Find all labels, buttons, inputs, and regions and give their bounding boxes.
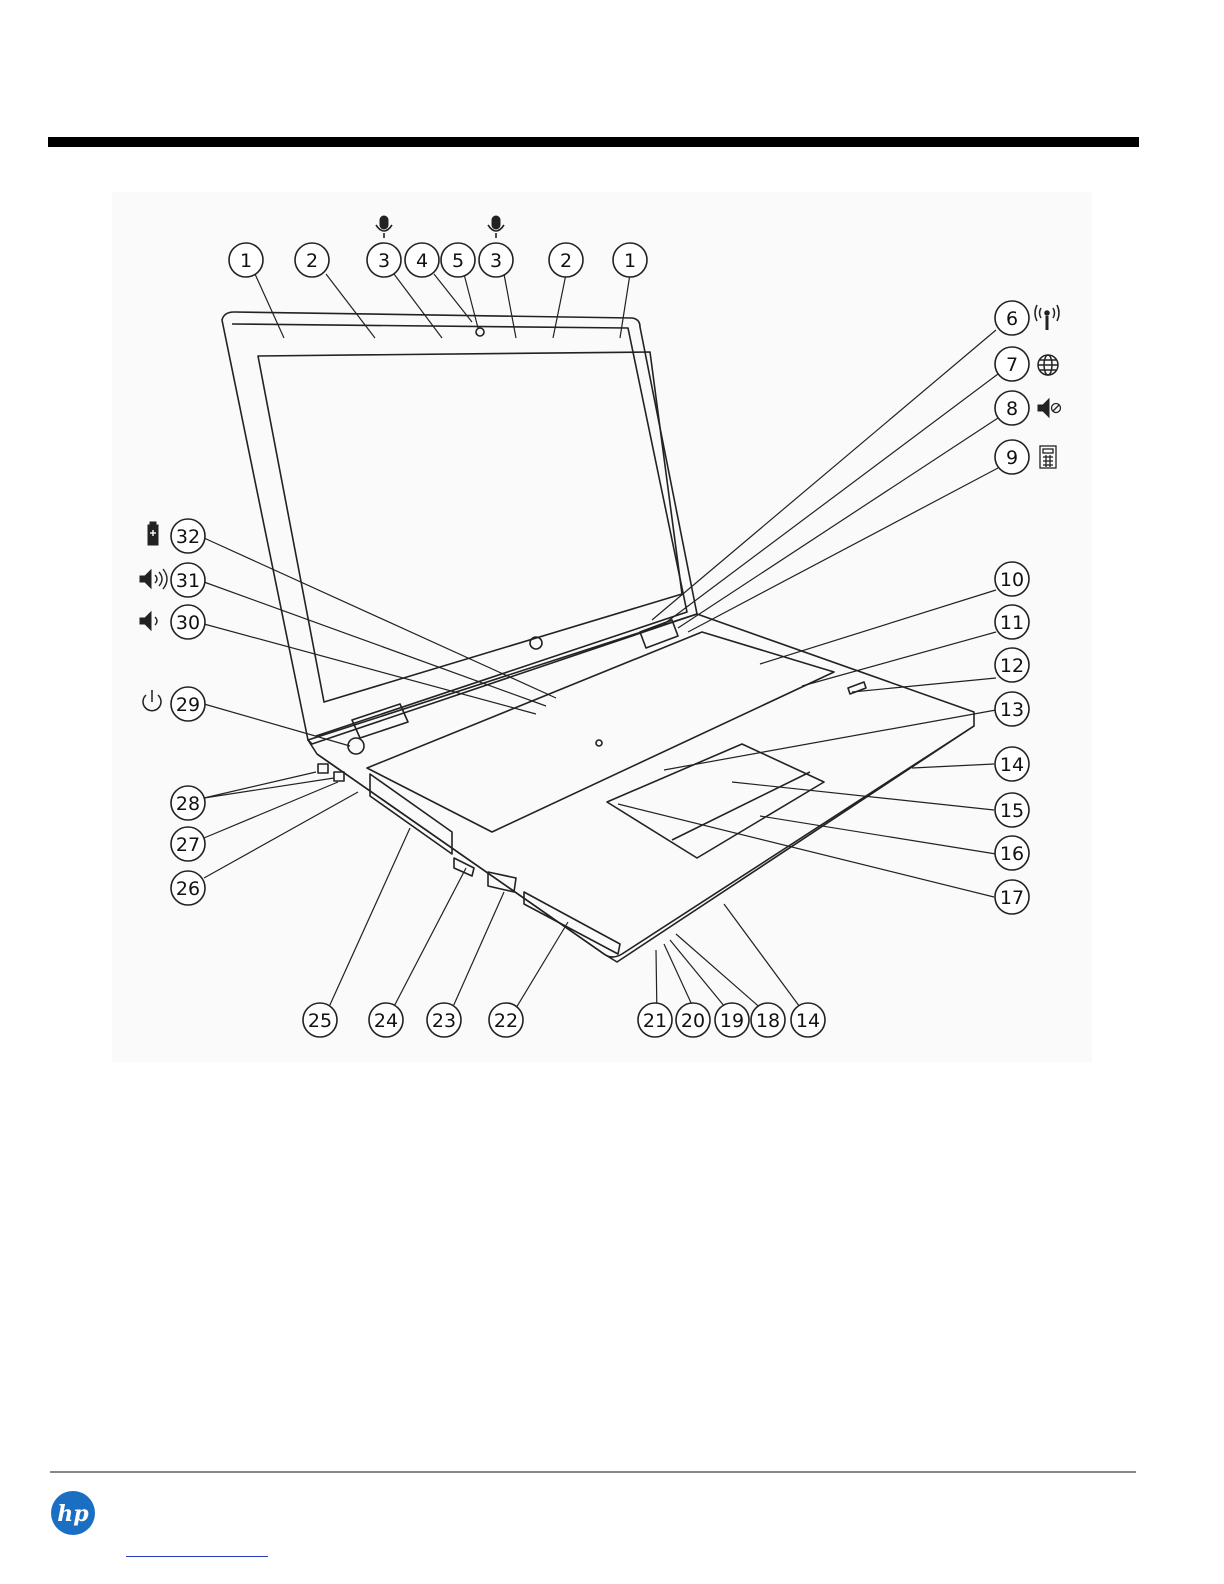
microphone-icon [376,216,392,238]
header-rule [48,137,1139,147]
footer-rule [50,1471,1136,1473]
usb-port [334,772,344,781]
microphone-icon [488,216,504,238]
volume-down-icon [140,612,157,630]
display-panel [258,352,682,702]
vent [370,774,452,854]
hp-logo: hp [50,1490,96,1536]
callout-label: 31 [176,570,200,592]
callout-label: 30 [176,612,200,634]
web-browser-icon [1038,355,1058,375]
smart-card-slot [524,892,620,954]
wireless-icon [1035,305,1059,330]
callout-label: 6 [1006,308,1018,330]
callout-label: 7 [1006,354,1018,376]
callout-label: 25 [308,1010,332,1032]
callout-label: 12 [1000,655,1024,677]
callout-label: 4 [416,250,428,272]
callout-label: 32 [176,526,200,548]
pointing-stick [596,740,602,746]
callout-label: 3 [490,250,502,272]
callout-label: 16 [1000,843,1024,865]
callout-label: 14 [796,1010,820,1032]
callout-label: 23 [432,1010,456,1032]
callout-label: 9 [1006,447,1018,469]
laptop-diagram: 1 2 3 4 5 3 2 1 6 7 8 9 10 11 12 13 14 1… [112,192,1092,1062]
callout-label: 8 [1006,398,1018,420]
fingerprint-reader [848,682,866,694]
power-button [348,738,364,754]
callout-label: 28 [176,793,200,815]
usb-port [318,764,328,773]
callout-label: 5 [452,250,464,272]
webcam [476,328,484,336]
battery-icon [148,522,158,545]
calculator-icon [1040,446,1056,468]
laptop-callout-figure: 1 2 3 4 5 3 2 1 6 7 8 9 10 11 12 13 14 1… [112,192,1092,1062]
callout-label: 27 [176,834,200,856]
callout-label: 22 [494,1010,518,1032]
volume-mute-icon [1038,399,1061,417]
callout-label: 26 [176,878,200,900]
display-lid [222,312,697,744]
callout-label: 1 [624,250,636,272]
callout-label: 24 [374,1010,398,1032]
callout-label: 2 [306,250,318,272]
callout-label: 20 [681,1010,705,1032]
volume-up-icon [140,569,167,589]
hp-logo-text: hp [57,1501,89,1527]
callout-label: 14 [1000,754,1024,776]
footer-link-underline[interactable] [126,1556,268,1557]
callout-label: 18 [756,1010,780,1032]
callout-label: 21 [643,1010,667,1032]
callout-label: 13 [1000,699,1024,721]
callout-label: 11 [1000,612,1024,634]
base-front-edge [317,726,974,962]
callout-label: 1 [240,250,252,272]
callout-label: 2 [560,250,572,272]
callout-label: 19 [720,1010,744,1032]
callout-label: 15 [1000,800,1024,822]
callout-label: 10 [1000,569,1024,591]
callout-label: 3 [378,250,390,272]
keyboard-area [367,632,834,832]
callout-label: 17 [1000,887,1024,909]
callout-label: 29 [176,694,200,716]
power-icon [143,690,161,711]
